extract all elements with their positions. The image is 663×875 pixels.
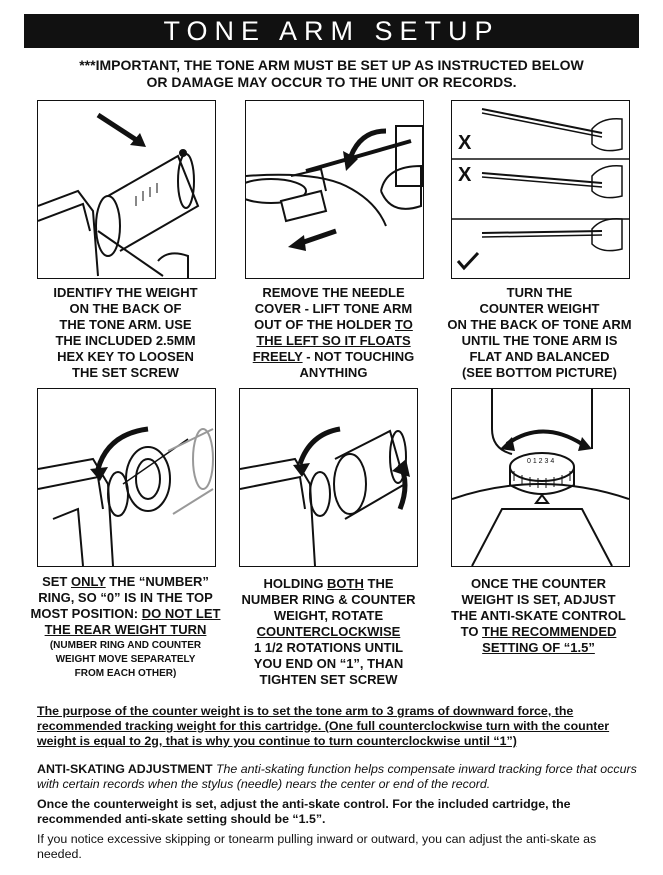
- wrong-mark-1: X: [458, 132, 472, 154]
- skipping-note: If you notice excessive skipping or tone…: [37, 832, 597, 861]
- step5-caption: HOLDING BOTH THE NUMBER RING & COUNTER W…: [241, 576, 416, 687]
- step2-caption: REMOVE THE NEEDLE COVER - LIFT TONE ARM …: [252, 285, 415, 380]
- counterweight-note: Once the counterweight is set, adjust th…: [37, 797, 571, 826]
- illustration-rotate-counterweight: [239, 388, 418, 567]
- step1-caption: IDENTIFY THE WEIGHT ON THE BACK OF THE T…: [53, 285, 198, 380]
- illustration-set-number-ring: [37, 388, 216, 567]
- anti-skating-label: ANTI-SKATING ADJUSTMENT: [37, 762, 213, 776]
- illustration-anti-skate-dial: 0 1 2 3 4: [451, 388, 630, 567]
- wrong-mark-2: X: [458, 164, 472, 186]
- illustration-balance-arm: X X: [451, 100, 630, 279]
- illustration-identify-weight: [37, 100, 216, 279]
- anti-skating-paragraph: ANTI-SKATING ADJUSTMENT The anti-skating…: [37, 762, 637, 791]
- page-title: TONE ARM SETUP: [24, 14, 639, 48]
- step4-caption: SET ONLY THE “NUMBER” RING, SO “0” IS IN…: [30, 574, 221, 679]
- purpose-paragraph: The purpose of the counter weight is to …: [37, 704, 610, 748]
- illustration-lift-tone-arm: [245, 100, 424, 279]
- step6-caption: ONCE THE COUNTER WEIGHT IS SET, ADJUST T…: [451, 576, 626, 655]
- dial-numbers: 0 1 2 3 4: [527, 458, 554, 465]
- step3-caption: TURN THE COUNTER WEIGHT ON THE BACK OF T…: [447, 285, 632, 380]
- important-warning: ***IMPORTANT, THE TONE ARM MUST BE SET U…: [79, 57, 584, 90]
